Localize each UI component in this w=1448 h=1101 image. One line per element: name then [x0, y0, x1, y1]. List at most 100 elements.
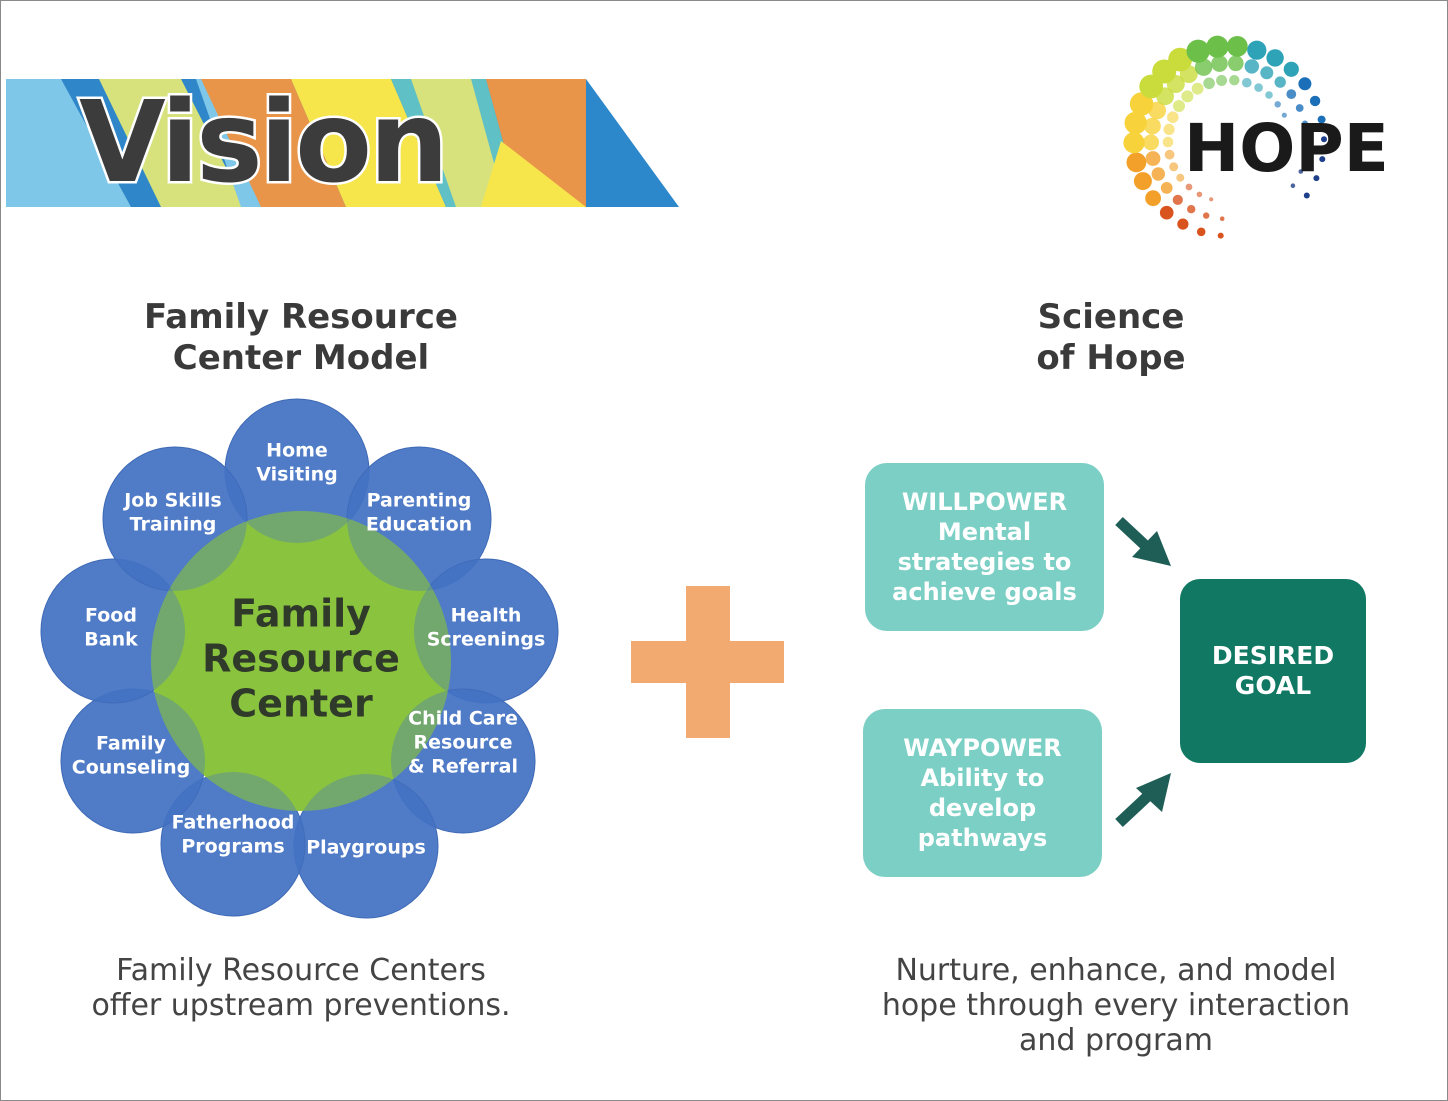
logo-dot	[1179, 65, 1198, 83]
frc-heading-line: Family Resource	[144, 297, 458, 337]
petal-label: Parenting	[367, 490, 472, 512]
logo-dot	[1172, 194, 1183, 205]
petal-overlap	[103, 447, 247, 591]
logo-dot	[1164, 149, 1175, 160]
logo-dot	[1176, 173, 1185, 182]
logo-dot	[1185, 183, 1193, 191]
logo-dot	[1203, 77, 1215, 90]
logo-dot	[1317, 115, 1326, 124]
petal-label: Fatherhood	[172, 812, 295, 834]
logo-dot	[1156, 87, 1174, 106]
willpower-box: WILLPOWER Mental strategies to achieve g…	[865, 463, 1104, 631]
vision-banner: Vision	[6, 76, 679, 211]
logo-dot	[1206, 35, 1229, 58]
hope-caption-line: hope through every interaction	[881, 988, 1351, 1023]
logo-dot	[1216, 75, 1228, 86]
logo-dot	[1266, 49, 1284, 67]
banner-stripe	[291, 79, 446, 207]
waypower-box: WAYPOWER Ability to develop pathways	[863, 709, 1102, 877]
hope-caption: Nurture, enhance, and model hope through…	[856, 953, 1376, 1058]
banner-stripe	[411, 79, 506, 207]
willpower-line: WILLPOWER	[901, 488, 1068, 516]
petal-overlap	[225, 399, 369, 543]
willpower-line: strategies to	[897, 548, 1072, 576]
banner-stripe	[586, 79, 679, 207]
hope-caption-line: Nurture, enhance, and model	[895, 953, 1337, 988]
logo-dot	[1129, 92, 1154, 116]
logo-dot	[1168, 47, 1192, 72]
logo-dot	[1298, 77, 1312, 91]
waypower-line: WAYPOWER	[903, 734, 1062, 762]
petal-overlap	[161, 772, 305, 916]
logo-dot	[1242, 77, 1252, 88]
logo-dot	[1145, 190, 1161, 207]
goal-line: DESIRED	[1211, 641, 1335, 670]
waypower-line: develop	[928, 794, 1037, 822]
center-core	[193, 553, 409, 769]
logo-dot	[1303, 192, 1310, 199]
logo-dot	[1302, 120, 1308, 127]
logo-dot	[1166, 75, 1185, 93]
logo-dot	[1295, 104, 1304, 112]
hope-logo-dots	[1123, 35, 1327, 239]
petal-label: Home	[266, 440, 328, 462]
logo-dot	[1167, 111, 1179, 123]
willpower-line: Mental	[937, 518, 1032, 546]
frc-caption-line: offer upstream preventions.	[91, 988, 511, 1023]
logo-dot	[1209, 197, 1214, 202]
petal-label: Education	[366, 514, 472, 536]
banner-stripe	[99, 79, 246, 207]
logo-dot	[1203, 212, 1210, 219]
banner-stripe	[201, 79, 346, 207]
willpower-text: WILLPOWER Mental strategies to achieve g…	[892, 487, 1077, 607]
petal-overlap	[347, 447, 491, 591]
logo-dot	[1290, 183, 1296, 188]
petal-label: & Referral	[408, 756, 518, 778]
petal-label: Playgroups	[306, 837, 426, 859]
petal-label: Training	[130, 514, 217, 536]
petal-label: Resource	[414, 732, 513, 754]
desired-goal-text: DESIRED GOAL	[1212, 641, 1334, 701]
logo-dot	[1162, 136, 1174, 148]
waypower-text: WAYPOWER Ability to develop pathways	[903, 733, 1061, 853]
logo-dot	[1143, 134, 1159, 151]
petal-label: Visiting	[256, 464, 337, 486]
frc-heading-line: Center Model	[172, 338, 430, 378]
waypower-line: Ability to	[920, 764, 1045, 792]
petal-label: Child Care	[408, 708, 518, 730]
logo-dot	[1219, 216, 1225, 221]
frc-model-heading: Family Resource Center Model	[101, 297, 501, 379]
logo-dot	[1160, 182, 1173, 194]
petal-label: Screenings	[427, 629, 546, 651]
logo-dot	[1286, 89, 1297, 99]
logo-dot	[1303, 153, 1308, 159]
logo-dot	[1309, 95, 1321, 107]
logo-dot	[1126, 152, 1147, 173]
logo-dot	[1191, 82, 1204, 95]
hope-logo: HOPE	[1123, 35, 1389, 239]
logo-dot	[1123, 132, 1145, 154]
petal-overlap	[61, 689, 205, 833]
logo-dot	[1298, 169, 1304, 174]
frc-caption-line: Family Resource Centers	[116, 953, 486, 988]
hope-caption-line: and program	[1018, 1023, 1214, 1058]
hope-logo-text: HOPE	[1184, 110, 1389, 187]
petal-overlap	[41, 559, 185, 703]
science-of-hope-heading: Science of Hope	[961, 297, 1261, 379]
petal-overlap	[414, 559, 558, 703]
logo-dot	[1304, 137, 1310, 142]
petal-label: Counseling	[72, 757, 190, 779]
petal-label: Family	[96, 733, 167, 755]
logo-dot	[1144, 117, 1161, 135]
banner-stripe	[481, 141, 586, 207]
logo-dot	[1274, 101, 1281, 108]
willpower-line: achieve goals	[892, 578, 1077, 606]
banner-stripe	[6, 79, 131, 207]
waypower-arrow-icon	[1115, 773, 1171, 828]
logo-dot	[1247, 40, 1267, 60]
logo-dot	[1124, 111, 1147, 135]
center-label: Center	[229, 682, 373, 726]
logo-dot	[1254, 83, 1263, 92]
